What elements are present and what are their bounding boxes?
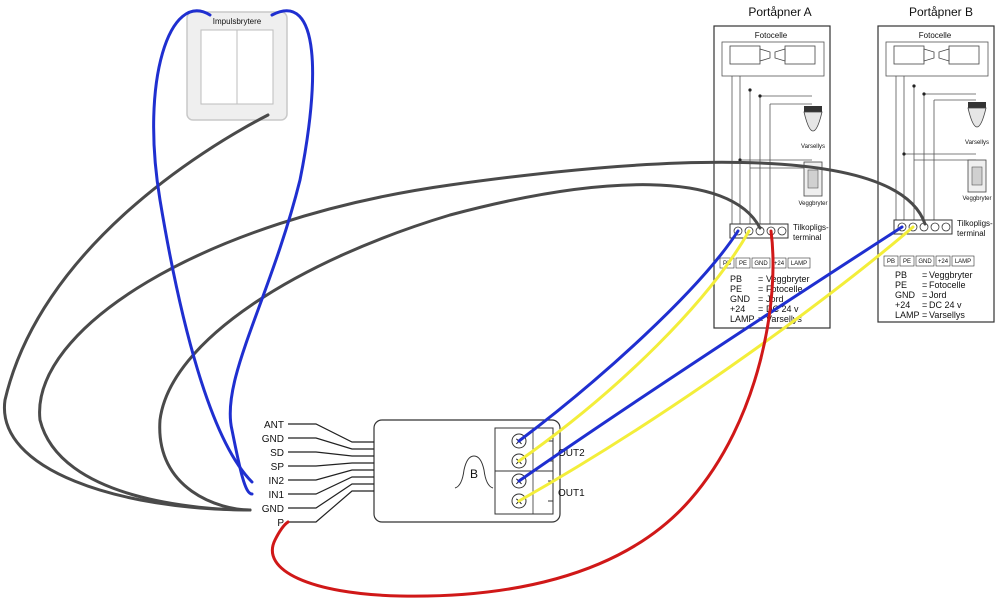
- opener-b-warning-light-label: Varsellys: [965, 140, 989, 146]
- pin-label-gnd-top: GND: [262, 434, 284, 445]
- opener-b-photocell-label: Fotocelle: [919, 31, 952, 40]
- wire-yellow-opener-a-pe: [517, 229, 751, 463]
- wire-gray-opener-b-gnd: [38, 160, 927, 512]
- svg-text:+24: +24: [895, 300, 910, 310]
- svg-text:=: =: [758, 274, 763, 284]
- impulse-switch: Impulsbrytere: [186, 11, 288, 121]
- svg-text:PB: PB: [895, 270, 907, 280]
- relay-module: B ✕ ✕ ✕ ✕ OUT2 OUT1 ANT: [262, 419, 585, 529]
- opener-b-wall-switch-label: Veggbryter: [962, 196, 991, 202]
- svg-text:PE: PE: [895, 280, 907, 290]
- module-center-label: B: [470, 467, 478, 481]
- opener-b-legend: PB=Veggbryter PE=Fotocelle GND=Jord +24=…: [895, 270, 973, 320]
- opener-a-terminal-tags: PB PE GND +24 LAMP: [719, 257, 811, 269]
- opener-b-tag-pb: PB: [887, 259, 895, 265]
- opener-b-title: Portåpner B: [909, 5, 973, 19]
- output-label-out1: OUT1: [558, 488, 585, 499]
- svg-text:=: =: [922, 280, 927, 290]
- opener-a-photocell-label: Fotocelle: [755, 31, 788, 40]
- module-pin-labels: ANT GND SD SP IN2 IN1 GND P: [262, 420, 285, 529]
- svg-text:GND: GND: [895, 290, 916, 300]
- opener-b-warning-light: Varsellys: [965, 102, 989, 146]
- opener-b-terminal-tags: PB PE GND +24 LAMP: [883, 255, 975, 267]
- pin-label-in1: IN1: [268, 490, 284, 501]
- opener-a-terminal-label-1: Tilkopligs-: [793, 223, 829, 232]
- opener-b-tag-pe: PE: [903, 259, 911, 265]
- opener-b-tag-gnd: GND: [918, 259, 932, 265]
- wire-blue-switch-in2: [152, 9, 254, 484]
- opener-b-tag-lamp: LAMP: [955, 259, 971, 265]
- opener-b-tag-24: +24: [938, 259, 949, 265]
- opener-a-wall-switch: Veggbryter: [798, 161, 828, 207]
- svg-text:Fotocelle: Fotocelle: [929, 280, 966, 290]
- opener-a-wall-switch-label: Veggbryter: [798, 201, 827, 207]
- opener-a-warning-light: Varsellys: [801, 106, 825, 150]
- pin-label-p: P: [277, 518, 284, 529]
- wire-yellow-opener-b-pe: [517, 225, 915, 503]
- svg-text:DC 24 v: DC 24 v: [766, 304, 799, 314]
- pin-label-ant: ANT: [264, 420, 284, 431]
- pin-label-in2: IN2: [268, 476, 284, 487]
- svg-text:DC 24 v: DC 24 v: [929, 300, 962, 310]
- wires: [3, 9, 927, 598]
- svg-text:=: =: [922, 310, 927, 320]
- opener-b-terminal-label-1: Tilkopligs-: [957, 219, 993, 228]
- svg-text:LAMP: LAMP: [895, 310, 920, 320]
- wire-blue-switch-in1: [228, 9, 315, 496]
- svg-text:LAMP: LAMP: [730, 314, 755, 324]
- svg-text:=: =: [922, 270, 927, 280]
- svg-text:+24: +24: [730, 304, 745, 314]
- opener-a-title: Portåpner A: [748, 5, 811, 19]
- svg-text:Jord: Jord: [929, 290, 947, 300]
- output-label-out2: OUT2: [558, 448, 585, 459]
- opener-a-terminal-label-2: terminal: [793, 233, 822, 242]
- pin-label-sd: SD: [270, 448, 284, 459]
- switch-label: Impulsbrytere: [213, 17, 262, 26]
- svg-text:PE: PE: [730, 284, 742, 294]
- svg-text:GND: GND: [730, 294, 751, 304]
- svg-text:Fotocelle: Fotocelle: [766, 284, 803, 294]
- wire-gray-switch-to-gnd: [3, 113, 270, 512]
- svg-text:Varsellys: Varsellys: [766, 314, 802, 324]
- svg-text:Veggbryter: Veggbryter: [929, 270, 973, 280]
- opener-a-warning-light-label: Varsellys: [801, 144, 825, 150]
- svg-text:=: =: [758, 304, 763, 314]
- wire-blue-opener-a-pb: [517, 229, 740, 443]
- opener-a-photocell: [721, 41, 825, 77]
- svg-text:=: =: [922, 300, 927, 310]
- svg-text:=: =: [758, 284, 763, 294]
- opener-b-wall-switch: Veggbryter: [962, 159, 992, 202]
- opener-b-photocell: [885, 41, 989, 77]
- svg-text:=: =: [758, 294, 763, 304]
- svg-text:=: =: [922, 290, 927, 300]
- opener-b-terminal-label-2: terminal: [957, 229, 986, 238]
- opener-a-tag-24: +24: [774, 261, 785, 267]
- opener-a-tag-pe: PE: [739, 261, 747, 267]
- pin-label-gnd-bottom: GND: [262, 504, 284, 515]
- wire-blue-opener-b-pb: [517, 225, 904, 483]
- module-pin-leads: [288, 423, 374, 523]
- wire-red-p-to-opener-a-24v: [270, 229, 775, 598]
- pin-label-sp: SP: [271, 462, 285, 473]
- opener-a-tag-gnd: GND: [754, 261, 768, 267]
- gate-opener-b: Portåpner B Fotocelle Varsellys: [877, 5, 995, 323]
- wire-gray-opener-a-gnd: [158, 183, 762, 512]
- svg-text:PB: PB: [730, 274, 742, 284]
- svg-text:Varsellys: Varsellys: [929, 310, 965, 320]
- svg-text:Veggbryter: Veggbryter: [766, 274, 810, 284]
- opener-a-tag-lamp: LAMP: [791, 261, 807, 267]
- svg-text:Jord: Jord: [766, 294, 784, 304]
